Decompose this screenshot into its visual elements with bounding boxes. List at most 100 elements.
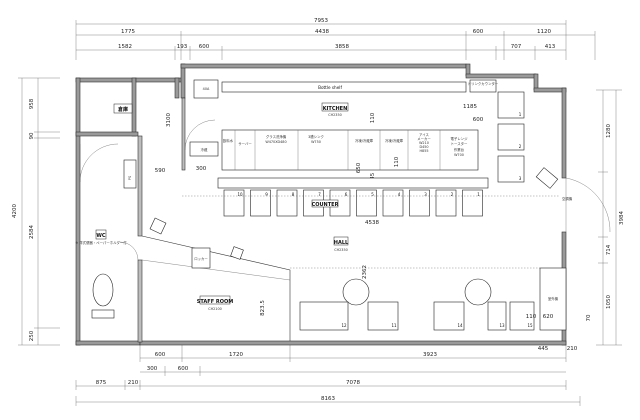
counter-seat — [276, 189, 298, 217]
staff-locker — [191, 247, 211, 269]
ice-maker-dims: W210 — [419, 141, 429, 145]
staff-chair — [230, 246, 244, 260]
bottle-shelf — [221, 81, 467, 93]
column-left — [342, 278, 370, 306]
dim-top-600b: 600 — [199, 44, 210, 50]
glass-washer-label: グラス洗浄機 — [266, 134, 287, 139]
dim-left-2584: 2584 — [29, 225, 35, 239]
dim-top-1775: 1775 — [121, 29, 135, 35]
hall-area: HALL CH2350 2362 — [290, 236, 540, 306]
dim-top-413: 413 — [545, 44, 556, 50]
dim-bottom-total: 8163 — [321, 396, 335, 402]
toilet-bowl — [92, 273, 114, 307]
kitchen-area: KITCHEN CH2350 Bottle shelf ドリンクカウンター 40… — [166, 79, 499, 183]
counter-seat-number: 7 — [318, 192, 321, 197]
dim-110b: 110 — [394, 156, 400, 167]
dim-left-958: 958 — [29, 98, 35, 109]
dim-823: 823.5 — [260, 300, 266, 316]
shelf-label: 作業台 — [454, 147, 465, 152]
column-right — [464, 278, 492, 306]
dim-left-90: 90 — [29, 132, 35, 139]
dim-top-1582: 1582 — [118, 44, 132, 50]
table-seat — [367, 301, 399, 331]
hall-area: CH2350 — [334, 248, 348, 252]
dim-left-250: 250 — [29, 330, 35, 341]
kitchen-label: KITCHEN — [323, 106, 348, 112]
dim-top-4438: 4438 — [315, 29, 329, 35]
dim-1185: 1185 — [463, 104, 477, 110]
ice-maker-dims3: H855 — [419, 149, 428, 153]
ac-unit-label: 空調機 — [562, 196, 573, 201]
outdoor-unit-area: 室外機 620 445 210 110 70 空調機 — [526, 167, 611, 352]
booth-seat — [497, 155, 525, 183]
table-seat-number: 13 — [499, 323, 505, 328]
wc-room: WC ※ 洋式便器・ペーパーホルダー付 PS — [75, 143, 139, 319]
staff-room-label: STAFF ROOM — [197, 299, 233, 305]
top-dimension-chains: 7953 1775 4438 600 1120 1582 193 600 385… — [75, 18, 596, 60]
wc-label: WC — [96, 233, 106, 239]
right-dimension-chains: 3984 1280 714 1050 — [596, 89, 625, 346]
outdoor-unit — [539, 267, 567, 331]
dim-bottom-875: 875 — [96, 380, 107, 386]
ps-shaft — [123, 159, 137, 189]
table-seat-number: 11 — [391, 323, 397, 328]
dim-left-total: 4200 — [12, 204, 18, 218]
dim-right-1280: 1280 — [606, 124, 612, 138]
counter-seat — [356, 189, 377, 217]
dim-bottom-600c: 600 — [178, 366, 189, 372]
counter-label: COUNTER — [312, 202, 339, 208]
dim-3100: 3100 — [166, 113, 172, 127]
dim-620: 620 — [543, 314, 554, 320]
entrance-sign — [535, 167, 559, 189]
counter-seat-number: 1 — [477, 192, 480, 197]
range-label: 40A — [203, 87, 210, 91]
counter-seat-number: 8 — [292, 192, 295, 197]
table-seat-number: 12 — [341, 323, 347, 328]
range-unit — [193, 79, 219, 99]
staff-room: STAFF ROOM CH2100 823.5 ロッカー 590 300 — [141, 166, 291, 341]
ice-maker-dims2: D450 — [419, 145, 428, 149]
bottom-dimension-chains: 600 1720 3923 300 600 875 210 7078 8163 — [75, 345, 581, 406]
glass-washer-dims: W470XD480 — [265, 140, 286, 144]
ice-maker-label2: メーカー — [417, 136, 431, 141]
counter-seat-number: 6 — [345, 192, 348, 197]
counter-seat — [409, 189, 430, 217]
microwave-label2: トースター — [451, 141, 468, 146]
exterior-walls — [75, 63, 567, 346]
booth-seat-number: 2 — [519, 144, 522, 149]
ps-label: PS — [128, 176, 132, 180]
counter-seat — [223, 189, 245, 217]
dim-210: 210 — [567, 346, 578, 352]
back-counter — [221, 129, 479, 171]
water-tank-label: 飲料水 — [223, 138, 234, 143]
hall-label: HALL — [334, 240, 349, 246]
kitchen-area: CH2350 — [328, 113, 342, 117]
dim-110: 110 — [370, 112, 376, 123]
storage-label: 倉庫 — [117, 106, 128, 113]
dim-top-707: 707 — [511, 44, 522, 50]
dim-bottom-1720: 1720 — [229, 352, 243, 358]
microwave-label: 電子レンジ — [451, 136, 469, 141]
counter-seat-number: 4 — [398, 192, 401, 197]
counter-seat-number: 3 — [424, 192, 427, 197]
fridge-label: 冷蔵 — [201, 147, 208, 152]
dim-70: 70 — [586, 314, 592, 321]
counter-seat — [435, 189, 457, 217]
dim-top-600: 600 — [473, 29, 484, 35]
sink-label: 3槽シンク — [308, 134, 324, 139]
prep-table-label: 冷凍/冷蔵庫 — [355, 138, 374, 143]
booth-seat — [497, 123, 525, 151]
counter-seat — [462, 189, 483, 217]
dim-590: 590 — [155, 168, 166, 174]
dim-bottom-7078: 7078 — [346, 380, 360, 386]
dim-4538: 4538 — [365, 220, 379, 226]
server-label: サーバー — [238, 141, 252, 146]
counter-seat — [382, 189, 404, 217]
counter-seat-number: 10 — [237, 192, 243, 197]
table-seat — [433, 301, 465, 331]
kitchen-fridge — [189, 141, 219, 157]
dim-2362: 2362 — [362, 265, 368, 279]
